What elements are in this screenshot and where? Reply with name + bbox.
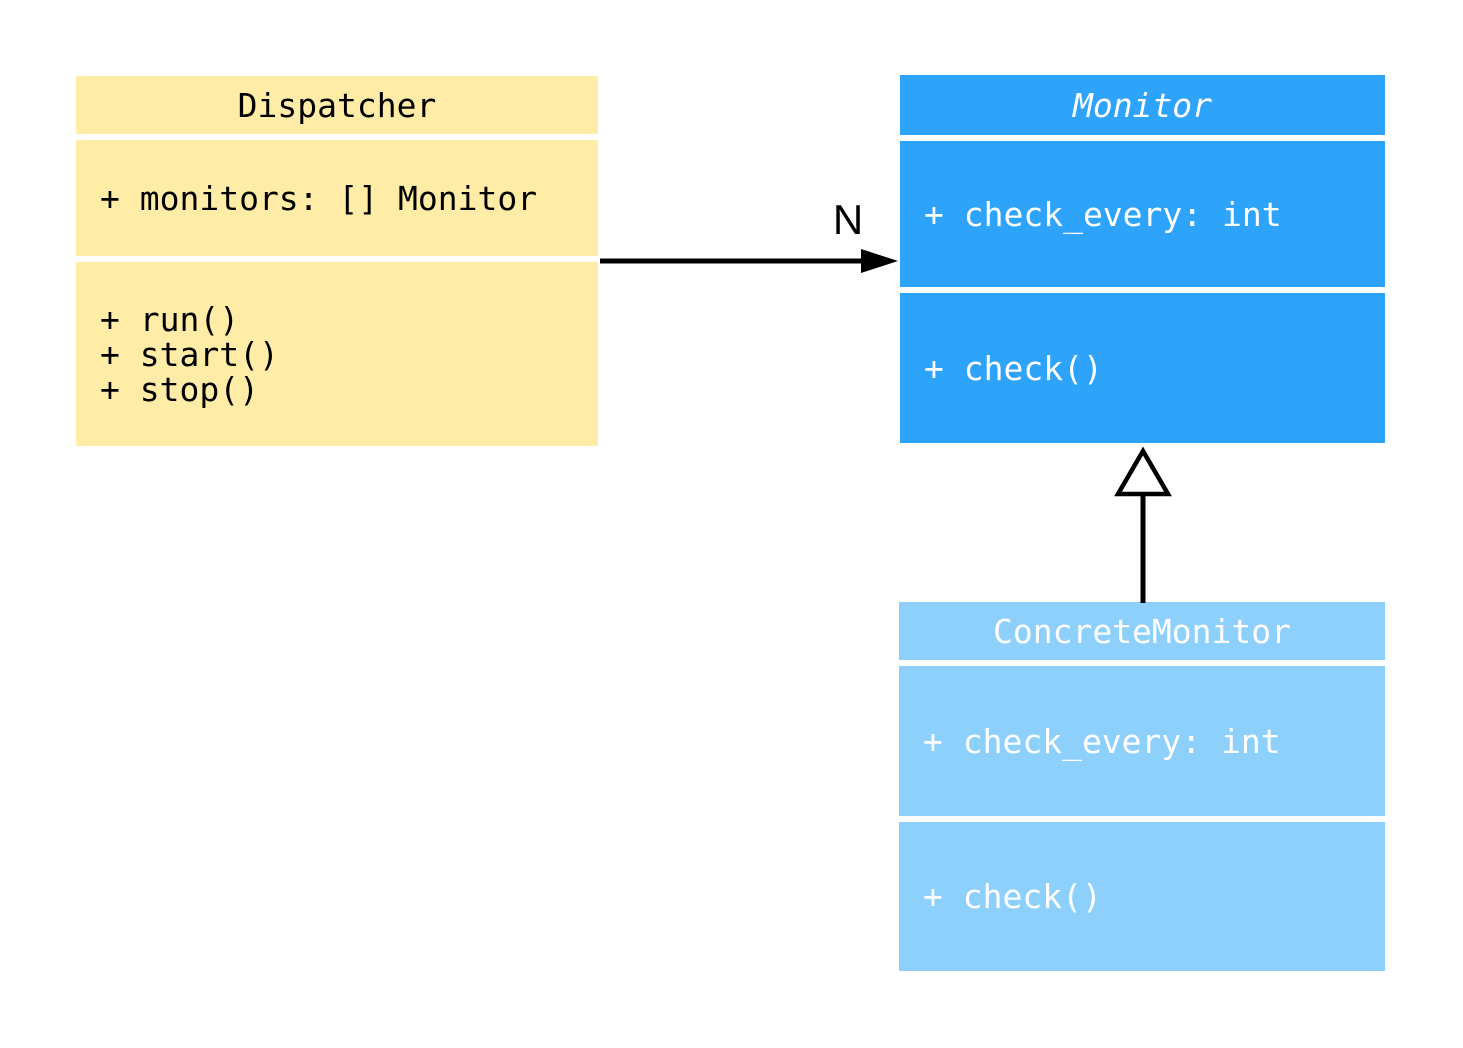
class-concrete-monitor-title: ConcreteMonitor [899,602,1385,660]
class-dispatcher-attributes: + monitors: [] Monitor [76,140,598,256]
class-concrete-monitor: ConcreteMonitor + check_every: int + che… [899,602,1385,971]
attribute-check-every: + check_every: int [923,721,1281,761]
method-start: + start() [100,334,279,374]
attribute-check-every: + check_every: int [924,194,1282,234]
class-concrete-monitor-methods: + check() [899,822,1385,971]
class-dispatcher-title: Dispatcher [76,76,598,134]
method-run: + run() [100,299,240,339]
association-multiplicity-label: N [832,196,864,243]
method-stop: + stop() [100,369,259,409]
class-dispatcher: Dispatcher + monitors: [] Monitor + run(… [76,76,598,446]
method-check: + check() [923,877,1102,916]
class-monitor-title: Monitor [900,75,1385,135]
association-arrow-icon [600,249,898,273]
class-dispatcher-methods: + run() + start() + stop() [76,262,598,446]
attribute-monitors: + monitors: [] Monitor [100,178,538,218]
class-concrete-monitor-attributes: + check_every: int [899,666,1385,816]
inheritance-arrow-icon [1114,446,1172,603]
method-check: + check() [924,348,1103,388]
class-monitor: Monitor + check_every: int + check() [900,75,1385,443]
class-monitor-attributes: + check_every: int [900,141,1385,287]
class-monitor-methods: + check() [900,293,1385,443]
